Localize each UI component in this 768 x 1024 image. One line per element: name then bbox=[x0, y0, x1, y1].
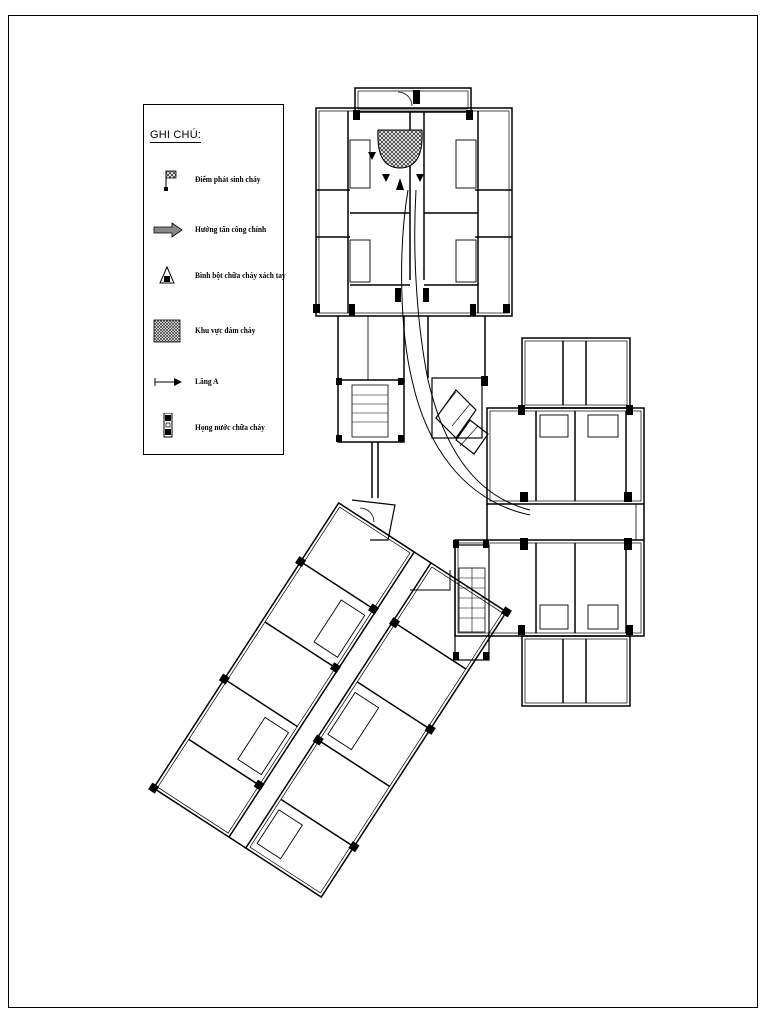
drawing-frame bbox=[8, 15, 758, 1008]
legend-item-nozzle-a: Lăng A bbox=[144, 373, 285, 403]
north-stair bbox=[337, 316, 486, 498]
legend-label: Bình bột chữa cháy xách tay bbox=[195, 270, 286, 280]
fire-area-hatch-icon bbox=[153, 319, 181, 343]
legend-item-hydrant: Họng nước chữa cháy bbox=[144, 413, 285, 443]
legend-item-fire-area: Khu vực đám cháy bbox=[144, 318, 285, 348]
legend-item-main-attack: Hướng tấn công chính bbox=[144, 217, 285, 247]
attack-route bbox=[401, 189, 531, 516]
legend-label: Khu vực đám cháy bbox=[195, 325, 256, 335]
east-wing bbox=[454, 337, 645, 707]
main-attack-arrow-icon bbox=[153, 222, 183, 238]
fire-origin-flag-icon bbox=[164, 170, 177, 191]
legend-item-fire-origin: Điểm phát sinh cháy bbox=[144, 167, 285, 197]
legend-title: GHI CHÚ: bbox=[150, 129, 202, 143]
southwest-wing bbox=[148, 501, 512, 899]
fire-area bbox=[377, 129, 423, 169]
legend-label: Họng nước chữa cháy bbox=[195, 422, 265, 432]
east-stair bbox=[454, 544, 490, 661]
nozzle-a-arrow-icon bbox=[154, 378, 182, 386]
elevators bbox=[431, 377, 489, 455]
legend-label: Điểm phát sinh cháy bbox=[195, 174, 261, 184]
legend-panel: GHI CHÚ: Điểm phát sinh cháy Hướng tấn c… bbox=[143, 104, 286, 455]
fire-hydrant-icon bbox=[163, 413, 173, 438]
legend-label: Hướng tấn công chính bbox=[195, 224, 267, 234]
legend-item-extinguisher: Bình bột chữa cháy xách tay bbox=[144, 263, 286, 293]
fire-origin-markers bbox=[368, 152, 424, 182]
north-wing bbox=[315, 87, 513, 317]
legend-label: Lăng A bbox=[195, 376, 219, 386]
portable-extinguisher-icon bbox=[159, 265, 175, 284]
